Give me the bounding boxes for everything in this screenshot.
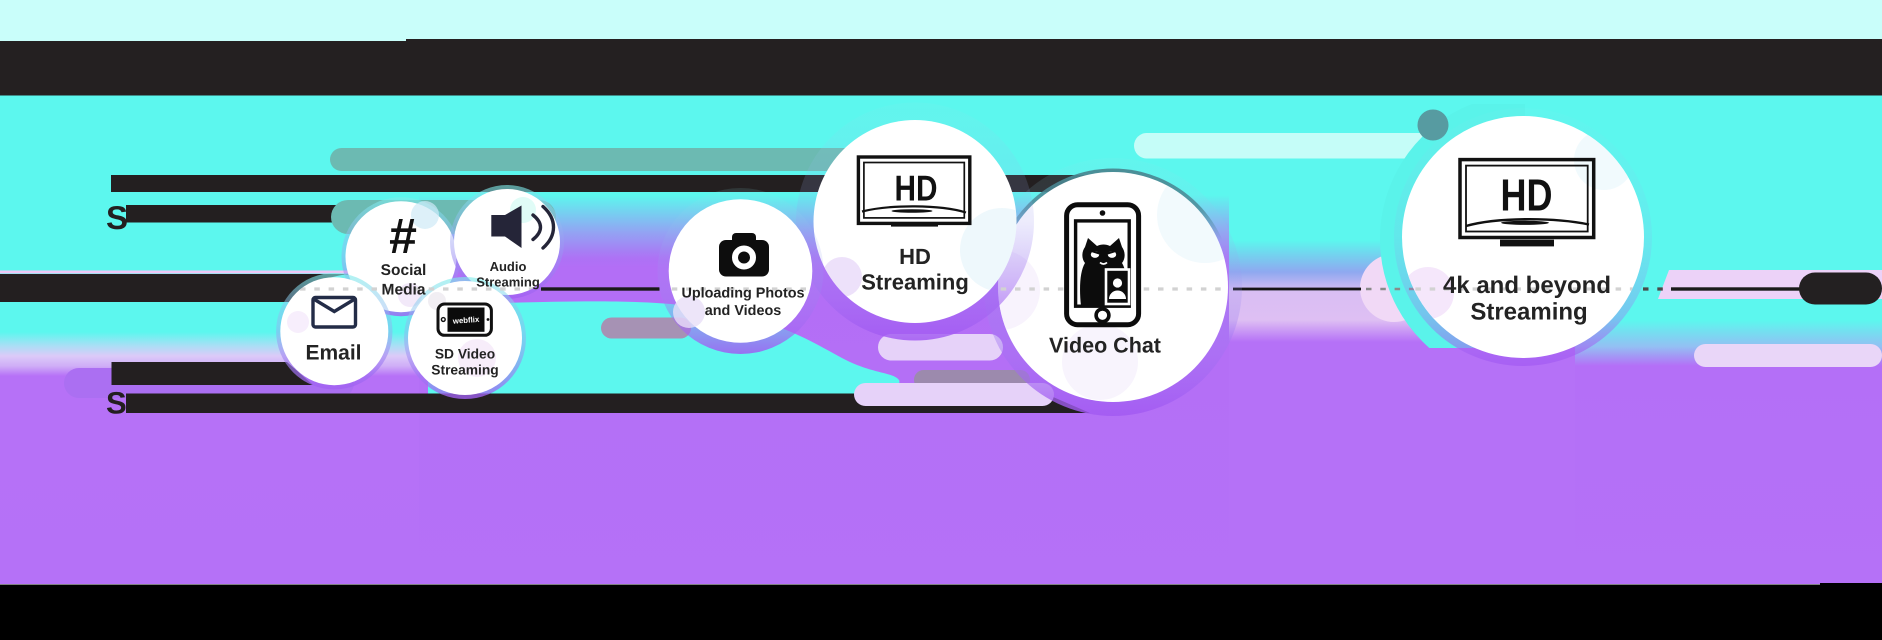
svg-text:HD: HD [1501, 170, 1553, 221]
svg-text:Streaming: Streaming [431, 363, 498, 378]
svg-text:Media: Media [382, 282, 426, 299]
svg-text:webflix: webflix [452, 315, 481, 326]
svg-text:S: S [106, 199, 128, 236]
svg-text:SD Video: SD Video [435, 347, 495, 362]
svg-text:S: S [106, 386, 127, 421]
svg-text:Social: Social [381, 262, 427, 279]
svg-text:Streaming: Streaming [1470, 299, 1587, 326]
svg-text:Streaming: Streaming [476, 275, 540, 290]
svg-text:Uploading Photos: Uploading Photos [681, 286, 804, 302]
svg-text:Email: Email [305, 342, 361, 365]
svg-text:4k and beyond: 4k and beyond [1443, 272, 1611, 299]
svg-text:Video Chat: Video Chat [1049, 334, 1161, 358]
svg-text:HD: HD [899, 244, 931, 269]
svg-text:Streaming: Streaming [861, 270, 969, 295]
svg-text:Audio: Audio [490, 259, 527, 274]
svg-text:HD: HD [895, 168, 938, 209]
svg-text:#: # [389, 208, 417, 264]
svg-text:and Videos: and Videos [705, 303, 782, 319]
